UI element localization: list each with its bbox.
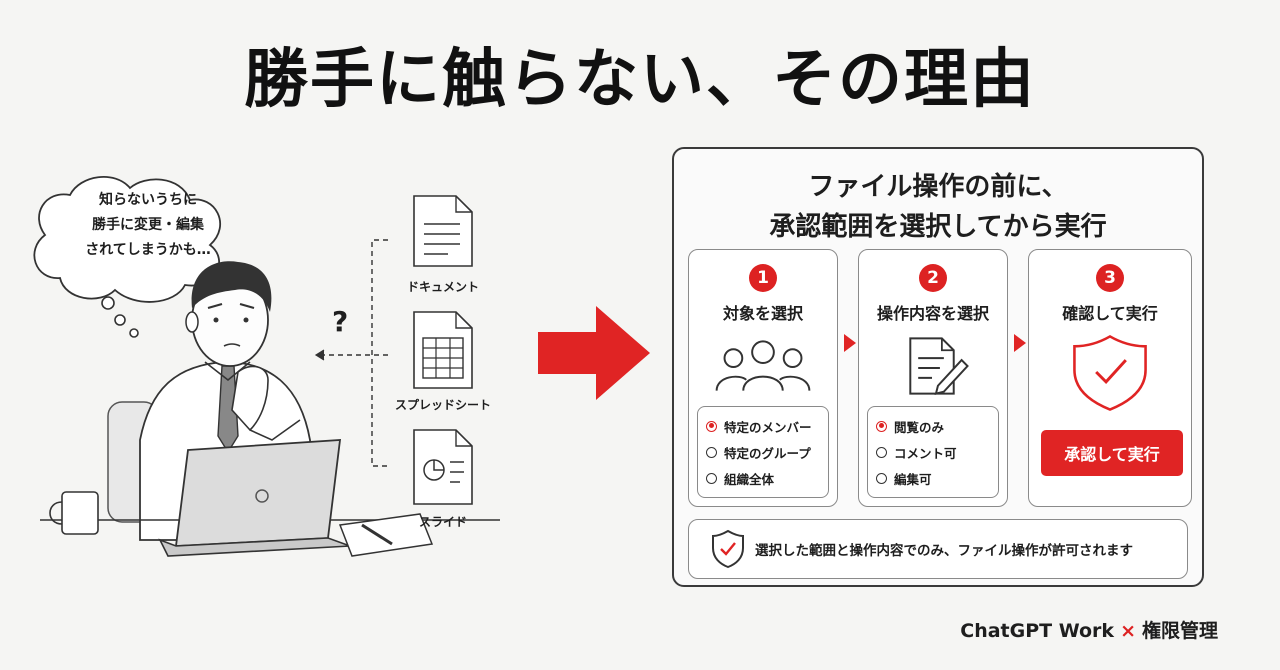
- step-select-operation: 2 操作内容を選択 閲覧のみ コメント可 編集可: [858, 249, 1008, 507]
- target-options: 特定のメンバー 特定のグループ 組織全体: [697, 406, 829, 498]
- slides-icon: [413, 429, 473, 505]
- people-icon: [715, 340, 811, 391]
- document-icon: [413, 195, 473, 267]
- option-label: 特定のグループ: [724, 445, 811, 461]
- radio-icon[interactable]: [876, 472, 887, 484]
- thought-line-2: 勝手に変更・編集: [92, 217, 204, 233]
- option-specific-member[interactable]: 特定のメンバー: [706, 413, 820, 439]
- operation-options: 閲覧のみ コメント可 編集可: [867, 406, 999, 498]
- chevron-right-icon: [844, 334, 856, 352]
- step-title: 操作内容を選択: [876, 304, 989, 323]
- footer-topic: 権限管理: [1141, 620, 1218, 642]
- radio-icon[interactable]: [706, 472, 717, 484]
- note-text: 選択した範囲と操作内容でのみ、ファイル操作が許可されます: [755, 543, 1133, 559]
- option-whole-org[interactable]: 組織全体: [706, 465, 820, 491]
- step-title: 確認して実行: [1062, 304, 1158, 323]
- document-edit-icon: [909, 337, 969, 395]
- panel-title: ファイル操作の前に、 承認範囲を選択してから実行: [674, 167, 1202, 247]
- footer-brand: ChatGPT Work×権限管理: [960, 616, 1218, 643]
- radio-selected-icon[interactable]: [706, 420, 717, 432]
- approve-execute-button[interactable]: 承認して実行: [1041, 430, 1183, 476]
- option-edit[interactable]: 編集可: [876, 465, 990, 491]
- chevron-right-icon: [1014, 334, 1026, 352]
- slides-label: スライド: [418, 515, 467, 529]
- laptop: [174, 439, 342, 547]
- option-label: 特定のメンバー: [724, 419, 812, 435]
- option-view-only[interactable]: 閲覧のみ: [876, 413, 990, 439]
- step-title: 対象を選択: [722, 304, 803, 323]
- panel-title-line-2: 承認範囲を選択してから実行: [769, 212, 1107, 242]
- step-number: 3: [1096, 264, 1124, 292]
- option-label: コメント可: [894, 445, 957, 461]
- footer-product: ChatGPT Work: [960, 620, 1115, 642]
- option-specific-group[interactable]: 特定のグループ: [706, 439, 820, 465]
- approval-panel: ファイル操作の前に、 承認範囲を選択してから実行 1 対象を選択 特定のメンバー…: [672, 147, 1204, 587]
- document-label: ドキュメント: [406, 280, 479, 294]
- radio-selected-icon[interactable]: [876, 420, 887, 432]
- step-select-target: 1 対象を選択 特定のメンバー 特定のグループ 組織全体: [688, 249, 838, 507]
- step-number: 2: [919, 264, 947, 292]
- thought-bubble-text: 知らないうちに 勝手に変更・編集 されてしまうかも…: [58, 188, 238, 263]
- step-number: 1: [749, 264, 777, 292]
- footer-separator: ×: [1120, 620, 1136, 642]
- thought-bubble: [33, 176, 222, 303]
- big-red-arrow-icon: [538, 306, 650, 400]
- option-comment[interactable]: コメント可: [876, 439, 990, 465]
- radio-icon[interactable]: [876, 446, 887, 458]
- option-label: 組織全体: [724, 471, 775, 487]
- shield-check-icon: [1073, 334, 1147, 411]
- panel-title-line-1: ファイル操作の前に、: [808, 172, 1068, 202]
- thought-line-1: 知らないうちに: [99, 192, 197, 208]
- thought-line-3: されてしまうかも…: [85, 242, 211, 258]
- question-mark: ?: [332, 305, 349, 338]
- spreadsheet-label: スプレッドシート: [394, 398, 491, 412]
- mug: [61, 491, 99, 535]
- option-label: 閲覧のみ: [894, 419, 945, 435]
- worried-worker-illustration: [33, 176, 500, 557]
- step-confirm-execute: 3 確認して実行 承認して実行: [1028, 249, 1192, 507]
- permission-note: 選択した範囲と操作内容でのみ、ファイル操作が許可されます: [688, 519, 1188, 579]
- spreadsheet-icon: [413, 311, 473, 389]
- shield-check-icon: [712, 529, 744, 569]
- radio-icon[interactable]: [706, 446, 717, 458]
- page-title: 勝手に触らない、その理由: [244, 43, 1036, 117]
- option-label: 編集可: [894, 471, 932, 487]
